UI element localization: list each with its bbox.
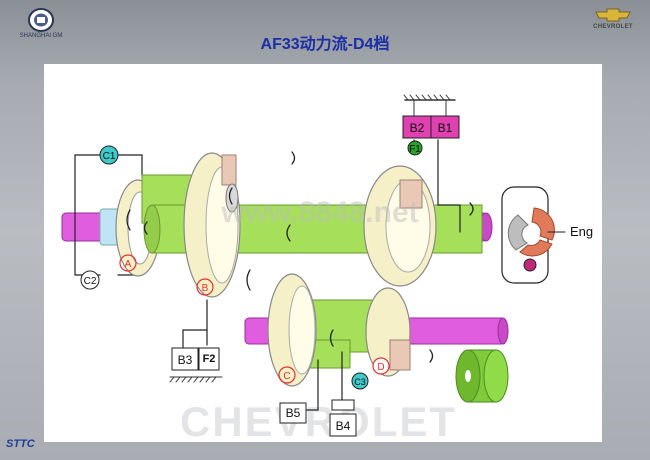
clutch-c1: [99, 145, 119, 165]
label-b: B: [202, 283, 209, 294]
sttc-logo: STTC: [6, 438, 35, 450]
label-b3: B3: [178, 353, 193, 367]
gear-d-marker: [372, 357, 390, 375]
label-d: D: [377, 362, 384, 373]
chevrolet-caption: CHEVROLET: [593, 24, 633, 30]
label-c3: C3: [354, 377, 366, 387]
label-b2: B2: [410, 121, 425, 135]
gear-b-marker: [196, 278, 214, 296]
ground-symbol-top: [403, 94, 456, 117]
chevrolet-logo: CHEVROLET: [580, 6, 646, 40]
clutch-c2: [80, 270, 100, 290]
label-b1: B1: [438, 121, 453, 135]
gear-c-marker: [278, 366, 296, 384]
label-f2: F2: [203, 353, 216, 365]
label-f1: F1: [409, 144, 421, 155]
brake-b3: [171, 347, 199, 371]
brake-b4: [329, 413, 357, 437]
label-engine: Eng: [570, 224, 593, 239]
sttc-label: STTC: [6, 438, 35, 450]
label-c: C: [283, 371, 290, 382]
label-c2: C2: [84, 276, 97, 287]
label-b4: B4: [336, 419, 351, 433]
one-way-f2: [198, 347, 220, 371]
rotation-arrows: [126, 151, 474, 363]
one-way-f1: [407, 140, 423, 156]
page-title: AF33动力流-D4档: [260, 36, 390, 53]
output-gear: [455, 349, 509, 403]
brake-b2-b1: [402, 115, 460, 139]
shanghai-gm-logo: SHANGHAI GM: [6, 6, 76, 44]
brake-b5: [279, 402, 307, 424]
torque-converter: [501, 186, 566, 284]
label-c1: C1: [103, 151, 116, 162]
label-b5: B5: [286, 406, 301, 420]
center-watermark: www.8848.net: [220, 196, 418, 229]
label-a: A: [125, 259, 132, 270]
gear-a-marker: [119, 254, 137, 272]
clutch-c3: [351, 372, 369, 390]
shanghai-gm-caption: SHANGHAI GM: [19, 33, 63, 39]
